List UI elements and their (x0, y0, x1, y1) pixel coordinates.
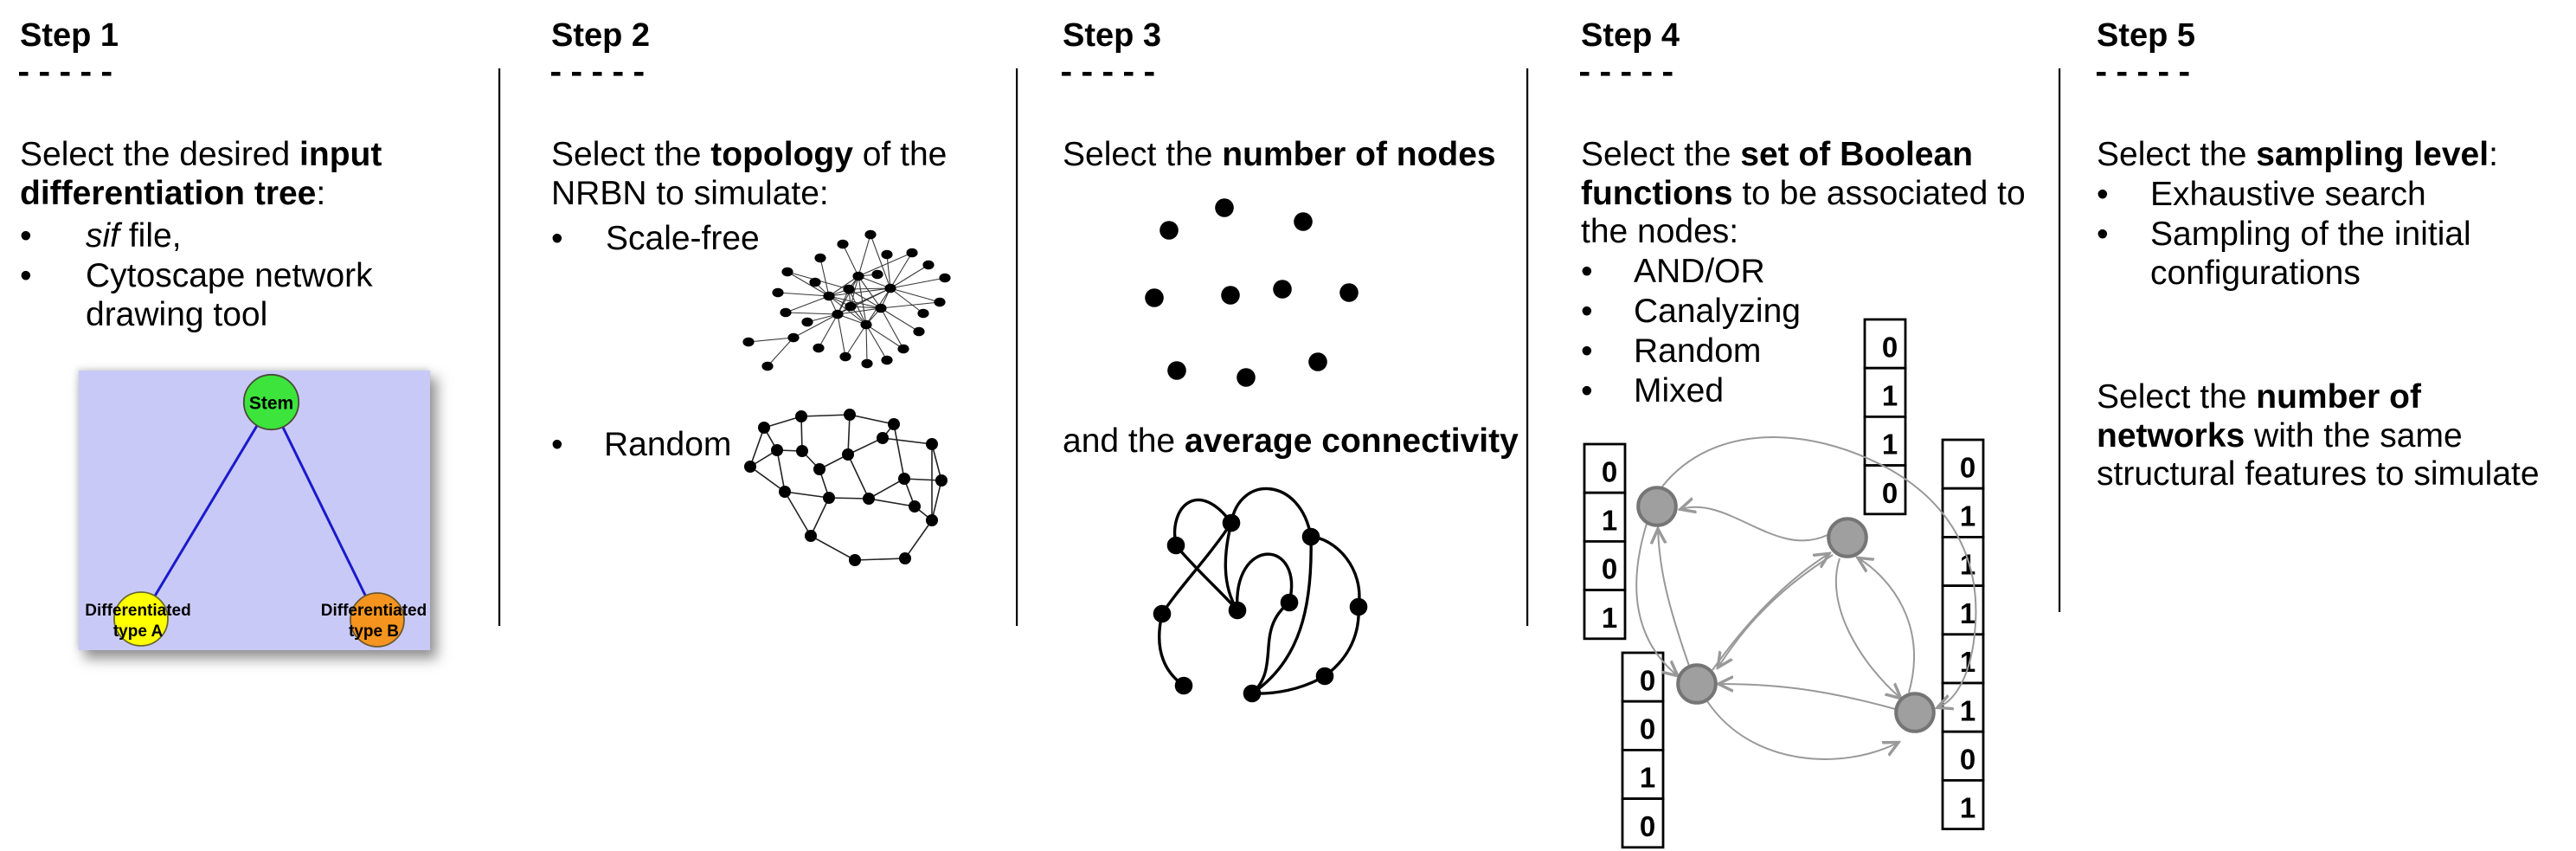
svg-text:Differentiated: Differentiated (85, 602, 190, 620)
svg-text:1: 1 (1602, 602, 1617, 634)
svg-text:0: 0 (1602, 553, 1617, 585)
svg-text:1: 1 (1960, 597, 1975, 629)
svg-text:1: 1 (1960, 694, 1975, 726)
svg-text:0: 0 (1882, 477, 1898, 509)
svg-text:Stem: Stem (249, 394, 293, 414)
svg-text:1: 1 (1960, 549, 1975, 581)
svg-text:0: 0 (1882, 331, 1898, 363)
svg-text:1: 1 (1882, 380, 1898, 412)
svg-text:0: 0 (1640, 810, 1655, 842)
svg-text:1: 1 (1882, 429, 1898, 461)
svg-text:1: 1 (1640, 762, 1655, 794)
svg-text:0: 0 (1640, 713, 1655, 745)
svg-text:Differentiated: Differentiated (321, 602, 427, 620)
svg-text:1: 1 (1960, 646, 1975, 678)
svg-text:0: 0 (1602, 455, 1617, 487)
svg-text:type B: type B (349, 622, 399, 641)
svg-text:1: 1 (1960, 500, 1975, 532)
svg-text:0: 0 (1960, 744, 1975, 776)
svg-text:0: 0 (1960, 451, 1975, 483)
svg-text:1: 1 (1602, 505, 1617, 537)
svg-text:type A: type A (113, 622, 164, 641)
svg-text:0: 0 (1640, 664, 1655, 696)
svg-text:1: 1 (1960, 792, 1975, 824)
